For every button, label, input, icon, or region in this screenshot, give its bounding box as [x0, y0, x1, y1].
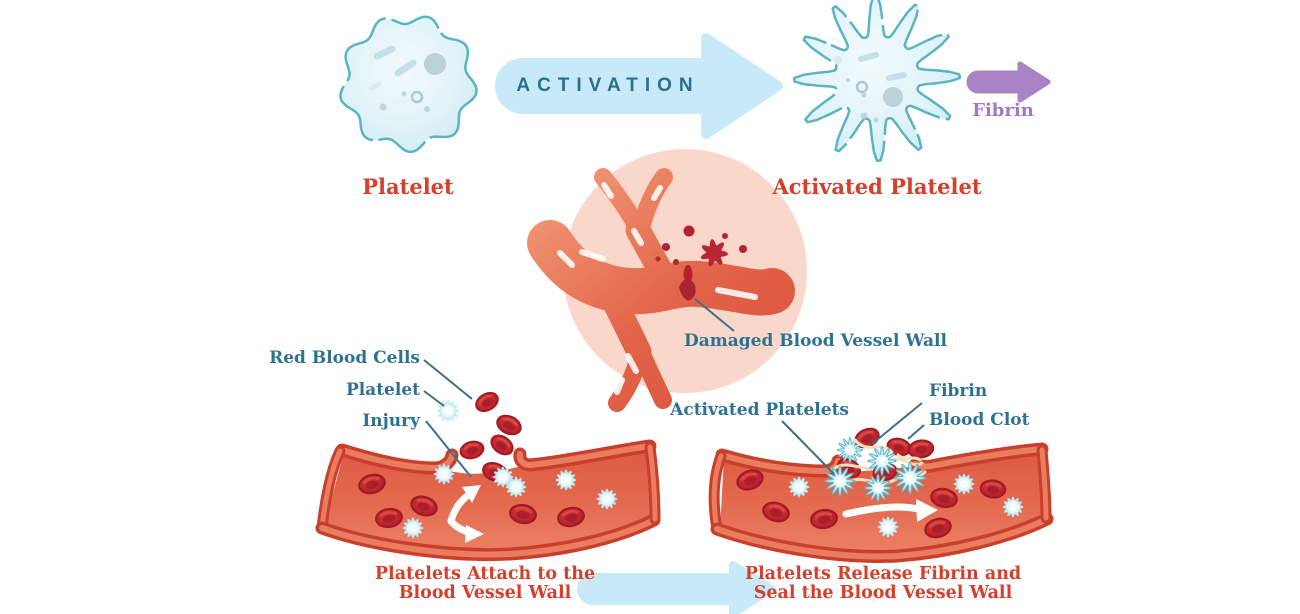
flow-arrow-curved — [447, 485, 484, 543]
flow-arrow-straight — [842, 499, 938, 522]
activation-arrow-label: ACTIVATION — [516, 75, 700, 96]
sealing-scene-illustration — [708, 402, 1054, 563]
fibrin-pointer-label: Fibrin — [929, 381, 988, 401]
leader-lines — [781, 402, 925, 475]
leader-lines — [423, 359, 473, 478]
red-blood-cells-label: Red Blood Cells — [269, 348, 420, 368]
leader-line-fibrin — [871, 402, 923, 445]
leader-line-blood-clot — [907, 424, 925, 440]
vessel-walls — [708, 442, 1054, 563]
branching-vessel — [527, 168, 795, 412]
leader-line-platelet — [423, 390, 445, 407]
leader-line-damaged-wall — [694, 298, 735, 332]
blood-clot — [824, 423, 936, 503]
damaged-vessel-wall-label: Damaged Blood Vessel Wall — [684, 331, 947, 351]
attachment-caption-line2: Blood Vessel Wall — [398, 583, 572, 603]
red-blood-cell — [493, 410, 525, 440]
red-blood-cell — [486, 430, 518, 460]
red-blood-cell — [457, 438, 487, 462]
attachment-scene-illustration — [315, 359, 661, 562]
activated-platelet-label: Activated Platelet — [772, 174, 982, 199]
platelet-pointer-label: Platelet — [345, 380, 420, 400]
sealing-caption-line1: Platelets Release Fibrin and — [744, 564, 1022, 584]
activation-arrow — [495, 33, 783, 139]
fibrin-arrow-label: Fibrin — [972, 100, 1034, 121]
attachment-caption-line1: Platelets Attach to the — [374, 564, 596, 584]
attachment-caption: Platelets Attach to the Blood Vessel Wal… — [345, 565, 625, 603]
sealing-caption-line2: Seal the Blood Vessel Wall — [753, 583, 1013, 603]
platelet-illustration — [339, 15, 478, 154]
platelet-label: Platelet — [362, 174, 454, 199]
vessel-highlights — [557, 182, 758, 395]
fibrin-strand — [896, 453, 922, 462]
step-arrow — [577, 561, 776, 614]
blood-clot-label: Blood Clot — [929, 410, 1030, 430]
falling-red-blood-cells — [457, 388, 525, 462]
activated-platelet-illustration — [792, 0, 962, 163]
damaged-vessel-illustration — [527, 149, 807, 412]
sealing-caption: Platelets Release Fibrin and Seal the Bl… — [733, 565, 1033, 603]
platelet-granules — [368, 45, 446, 112]
activated-platelets-label: Activated Platelets — [670, 400, 849, 420]
red-blood-cell — [471, 388, 503, 416]
activated-platelet-granules — [834, 52, 907, 123]
injury-label: Injury — [362, 411, 420, 431]
red-blood-cell — [906, 437, 936, 461]
leader-line-red-blood-cells — [423, 359, 473, 400]
injury-bleeding — [655, 225, 747, 301]
leader-line-activated-platelets — [781, 420, 835, 475]
vessel-walls — [315, 439, 661, 562]
fibrin-arrow — [966, 61, 1051, 103]
leader-line-injury — [425, 420, 472, 478]
